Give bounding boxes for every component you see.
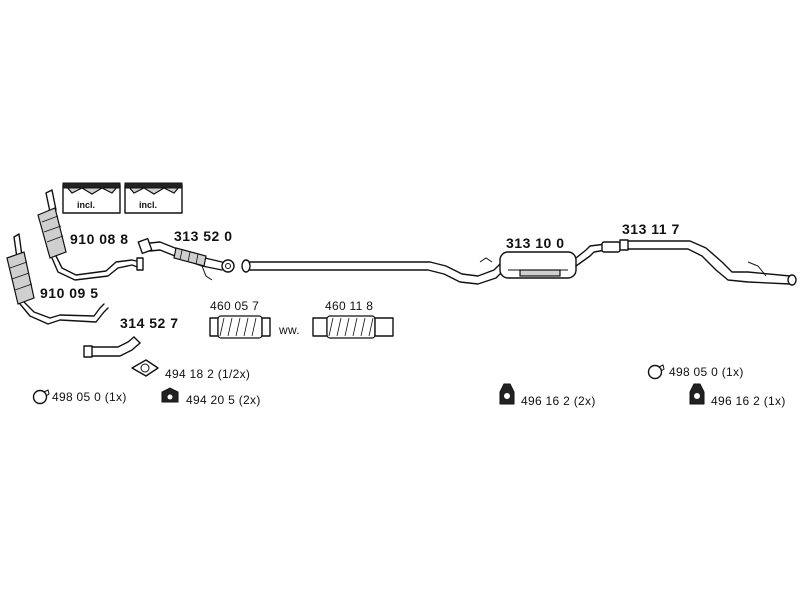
- center-pipe-and-silencer[interactable]: [241, 241, 621, 285]
- front-pipe[interactable]: [137, 237, 235, 281]
- catalytic-converter-upper[interactable]: [37, 189, 144, 281]
- part-number-314-52-7: 314 52 7: [120, 315, 179, 331]
- part-number-460-11-8: 460 11 8: [325, 299, 373, 313]
- accessory-498-05-0-right: 498 05 0 (1x): [669, 365, 744, 379]
- included-kit-box-2: incl.: [124, 182, 183, 214]
- connector-pipe[interactable]: [83, 336, 141, 358]
- accessory-494-20-5: 494 20 5 (2x): [186, 393, 261, 407]
- incl-label-1: incl.: [77, 200, 95, 210]
- catalytic-converter-lower[interactable]: [6, 233, 109, 325]
- rubber-hanger-icon-left[interactable]: [161, 387, 179, 403]
- accessory-498-05-0-left: 498 05 0 (1x): [52, 390, 127, 404]
- gasket-icon[interactable]: [131, 359, 159, 377]
- part-number-313-10-0: 313 10 0: [506, 235, 565, 251]
- ww-label: ww.: [278, 323, 300, 337]
- rear-pipe[interactable]: [619, 239, 797, 286]
- part-number-313-11-7: 313 11 7: [622, 221, 680, 237]
- pipe-clamp-icon-right[interactable]: [647, 364, 665, 380]
- part-number-910-08-8: 910 08 8: [70, 231, 129, 247]
- part-number-313-52-0: 313 52 0: [174, 228, 233, 244]
- incl-label-2: incl.: [139, 200, 157, 210]
- accessory-494-18-2: 494 18 2 (1/2x): [165, 367, 250, 381]
- flex-joint-long[interactable]: [312, 315, 394, 339]
- accessory-496-16-2-middle: 496 16 2 (2x): [521, 394, 596, 408]
- included-kit-box-1: incl.: [62, 182, 121, 214]
- rubber-hanger-icon-middle[interactable]: [499, 383, 515, 405]
- rubber-hanger-icon-right[interactable]: [689, 383, 705, 405]
- flex-joint-short[interactable]: [209, 315, 271, 339]
- part-number-910-09-5: 910 09 5: [40, 285, 99, 301]
- part-number-460-05-7: 460 05 7: [210, 299, 259, 313]
- pipe-clamp-icon-left[interactable]: [32, 389, 50, 405]
- accessory-496-16-2-right: 496 16 2 (1x): [711, 394, 786, 408]
